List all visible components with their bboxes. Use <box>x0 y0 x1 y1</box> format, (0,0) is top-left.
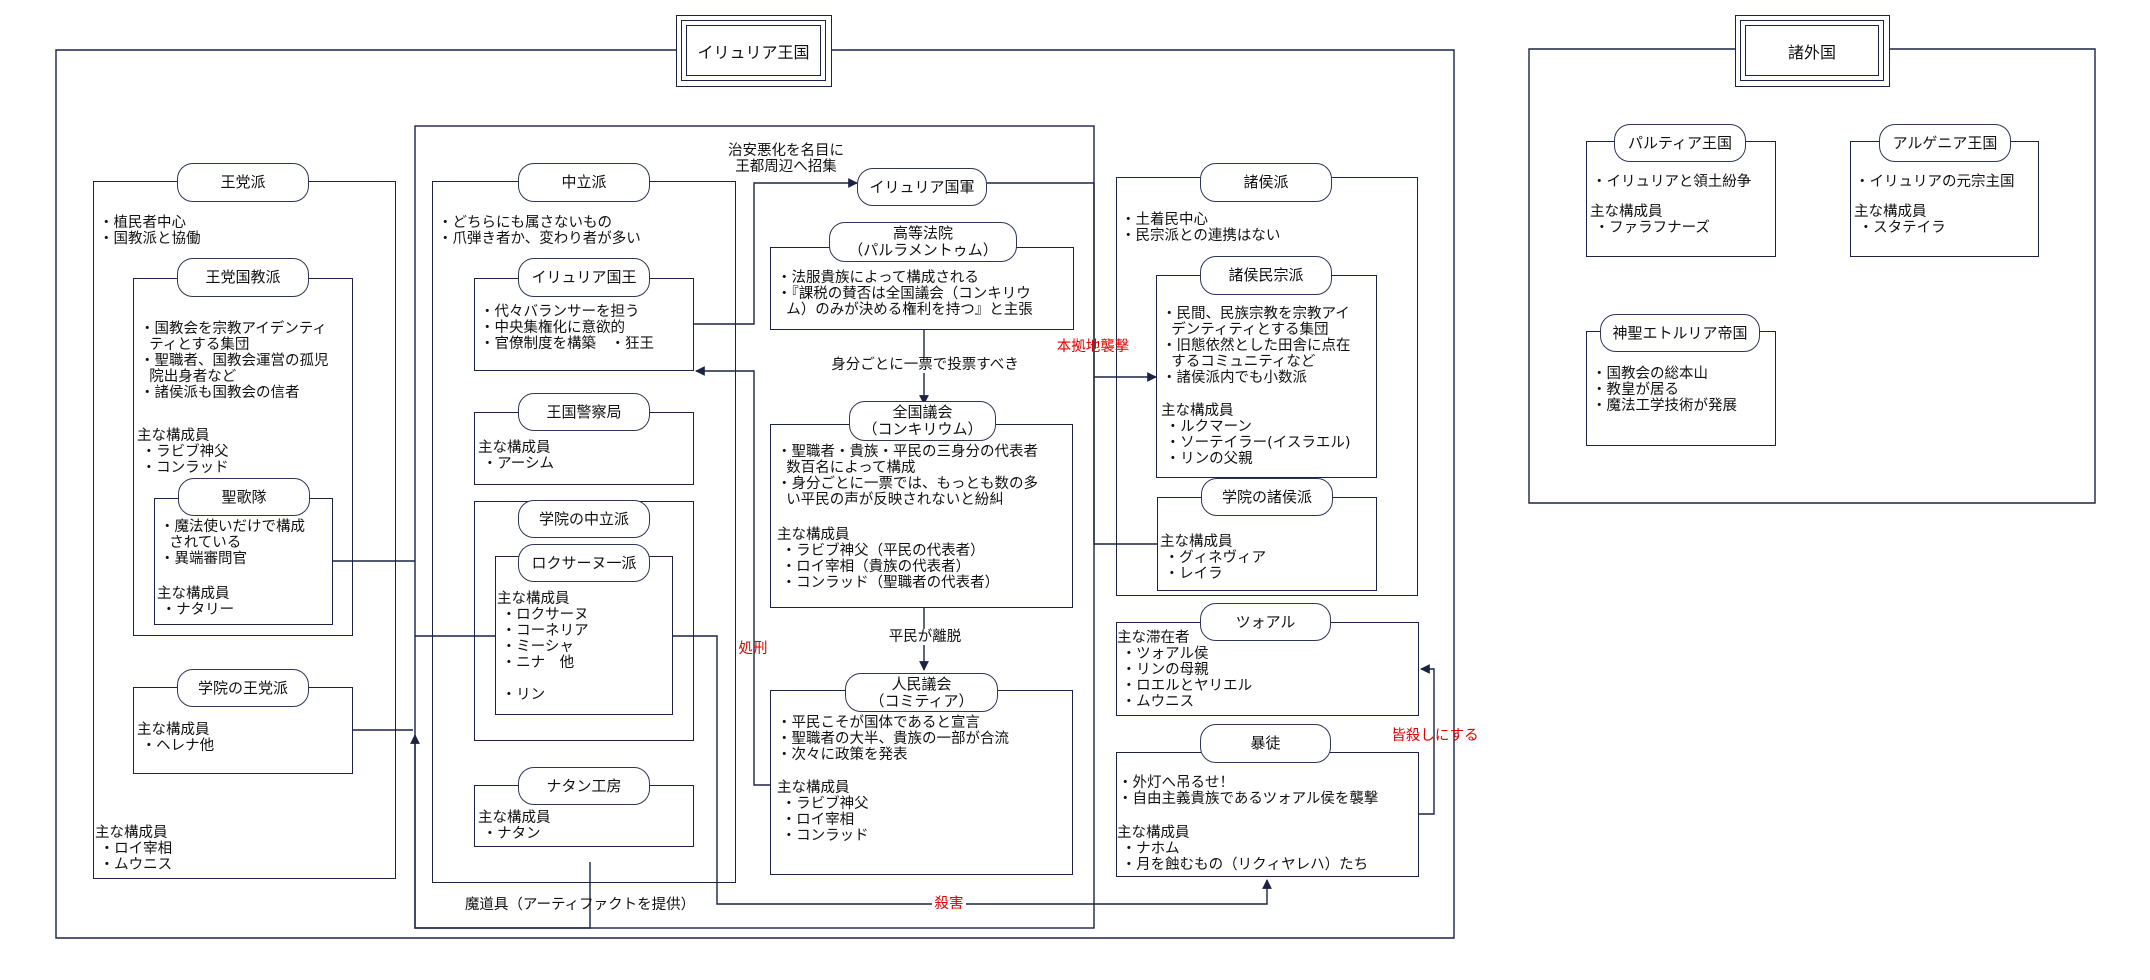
edge-label-summon: 治安悪化を名目に 王都周辺へ招集 <box>722 143 850 175</box>
estates-general-members: 主な構成員 ・ラビブ神父（平民の代表者） ・ロイ宰相（貴族の代表者） ・コンラッ… <box>777 527 1000 591</box>
edge-artifact-loop <box>410 734 591 929</box>
lords-title[interactable]: 諸侯派 <box>1200 163 1332 202</box>
edge-label-raid: 本拠地襲撃 <box>1056 339 1130 355</box>
edge-king-army <box>694 178 858 325</box>
lords-folk-title[interactable]: 諸侯民宗派 <box>1200 256 1332 295</box>
police-title[interactable]: 王国警察局 <box>518 393 650 431</box>
edge-label-massacre: 皆殺しにする <box>1391 728 1479 744</box>
edge-label-artifact: 魔道具（アーティファクトを提供） <box>464 897 696 913</box>
lords-notes: ・土着民中心 ・民宗派との連携はない <box>1121 212 1281 244</box>
mob-members: 主な構成員 ・ナホム ・月を蝕むもの（リクィヤレハ）たち <box>1117 825 1369 873</box>
edge-label-murder: 殺害 <box>932 896 966 912</box>
argenia-notes: ・イリュリアの元宗主国 <box>1855 174 2015 190</box>
estates-general-title[interactable]: 全国議会 （コンキリウム） <box>849 401 996 441</box>
lords-folk-members: 主な構成員 ・ルクマーン ・ソーテイラー(イスラエル) ・リンの父親 <box>1161 403 1351 467</box>
foreign-title-box: 諸外国 <box>1735 15 1890 87</box>
royal-church-members: 主な構成員 ・ラビブ神父 ・コンラッド <box>137 428 229 476</box>
foreign-frame <box>1528 48 2096 504</box>
choir-members: 主な構成員 ・ナタリー <box>157 586 235 618</box>
estates-general-notes: ・聖職者・貴族・平民の三身分の代表者 数百名によって構成 ・身分ごとに一票では、… <box>777 444 1038 508</box>
academy-lords-title[interactable]: 学院の諸侯派 <box>1201 478 1333 516</box>
royal-church-notes: ・国教会を宗教アイデンティ ティとする集団 ・聖職者、国教会運営の孤児 院出身者… <box>140 321 329 401</box>
edge-massacre <box>1419 664 1435 815</box>
mob-notes: ・外灯へ吊るせ！ ・自由主義貴族であるツォアル侯を襲撃 <box>1118 775 1379 807</box>
lords-folk-notes: ・民間、民族宗教を宗教アイ デンティティとする集団 ・旧態依然とした田舎に点在 … <box>1162 306 1351 386</box>
royalist-notes: ・植民者中心 ・国教派と協働 <box>99 215 201 247</box>
natan-members: 主な構成員 ・ナタン <box>478 810 551 842</box>
argenia-title[interactable]: アルゲニア王国 <box>1879 124 2011 162</box>
choir-notes: ・魔法使いだけで構成 されている ・異端審問官 <box>160 519 305 567</box>
high-court-title[interactable]: 高等法院 （パルラメントゥム） <box>829 222 1017 262</box>
comitia-notes: ・平民こそが国体であると宣言 ・聖職者の大半、貴族の一部が合流 ・次々に政策を発… <box>777 715 1009 763</box>
choir-title[interactable]: 聖歌隊 <box>178 478 310 516</box>
kingdom-title-box: イリュリア王国 <box>676 15 832 87</box>
comitia-title[interactable]: 人民議会 （コミティア） <box>845 673 998 712</box>
edge-execute <box>695 366 770 786</box>
comitia-members: 主な構成員 ・ラビブ神父 ・ロイ宰相 ・コンラッド <box>777 780 869 844</box>
army-title[interactable]: イリュリア国軍 <box>857 168 987 206</box>
foreign-title: 諸外国 <box>1745 25 1879 76</box>
zoal-title[interactable]: ツォアル <box>1200 603 1331 641</box>
roxanne-members: 主な構成員 ・ロクサーヌ ・コーネリア ・ミーシャ ・ニナ 他 ・リン <box>497 591 589 703</box>
neutral-title[interactable]: 中立派 <box>518 163 650 202</box>
edge-label-execute: 処刑 <box>738 641 768 657</box>
argenia-members: 主な構成員 ・スタテイラ <box>1854 204 1946 236</box>
roxanne-title[interactable]: ロクサーヌ一派 <box>518 544 650 582</box>
etruria-notes: ・国教会の総本山 ・教皇が居る ・魔法工学技術が発展 <box>1592 366 1737 414</box>
academy-neutral-title[interactable]: 学院の中立派 <box>518 500 650 538</box>
academy-lords-members: 主な構成員 ・グィネヴィア ・レイラ <box>1160 534 1267 582</box>
edge-label-secede: 平民が離脱 <box>880 629 970 645</box>
mob-title[interactable]: 暴徒 <box>1200 724 1331 763</box>
parthia-notes: ・イリュリアと領土紛争 <box>1592 174 1752 190</box>
academy-royalist-title[interactable]: 学院の王党派 <box>177 669 309 707</box>
academy-royalist-members: 主な構成員 ・ヘレナ他 <box>137 722 215 754</box>
etruria-title[interactable]: 神聖エトルリア帝国 <box>1600 314 1760 352</box>
edge-academy-lords <box>1093 377 1157 545</box>
police-members: 主な構成員 ・アーシム <box>478 440 554 472</box>
kingdom-frame <box>55 49 1455 939</box>
royalist-members: 主な構成員 ・ロイ宰相 ・ムウニス <box>95 825 173 873</box>
kingdom-title: イリュリア王国 <box>686 25 821 76</box>
king-notes: ・代々バランサーを担う ・中央集権化に意欲的 ・官僚制度を構築 ・狂王 <box>480 304 654 352</box>
parthia-title[interactable]: パルティア王国 <box>1614 124 1746 162</box>
edge-label-vote: 身分ごとに一票で投票すべき <box>815 357 1035 373</box>
royalist-title[interactable]: 王党派 <box>177 163 309 202</box>
natan-title[interactable]: ナタン工房 <box>518 767 650 805</box>
parthia-members: 主な構成員 ・ファラフナーズ <box>1590 204 1710 236</box>
zoal-members: 主な滞在者 ・ツォアル侯 ・リンの母親 ・ロエルとヤリエル ・ムウニス <box>1117 630 1253 710</box>
neutral-notes: ・どちらにも属さないもの ・爪弾き者か、変わり者が多い <box>438 215 641 247</box>
king-title[interactable]: イリュリア国王 <box>518 258 650 297</box>
royal-church-title[interactable]: 王党国教派 <box>177 258 309 297</box>
high-court-notes: ・法服貴族によって構成される ・『課税の賛否は全国議会（コンキリウ ム）のみが決… <box>777 270 1033 318</box>
edge-murder <box>673 635 1272 905</box>
